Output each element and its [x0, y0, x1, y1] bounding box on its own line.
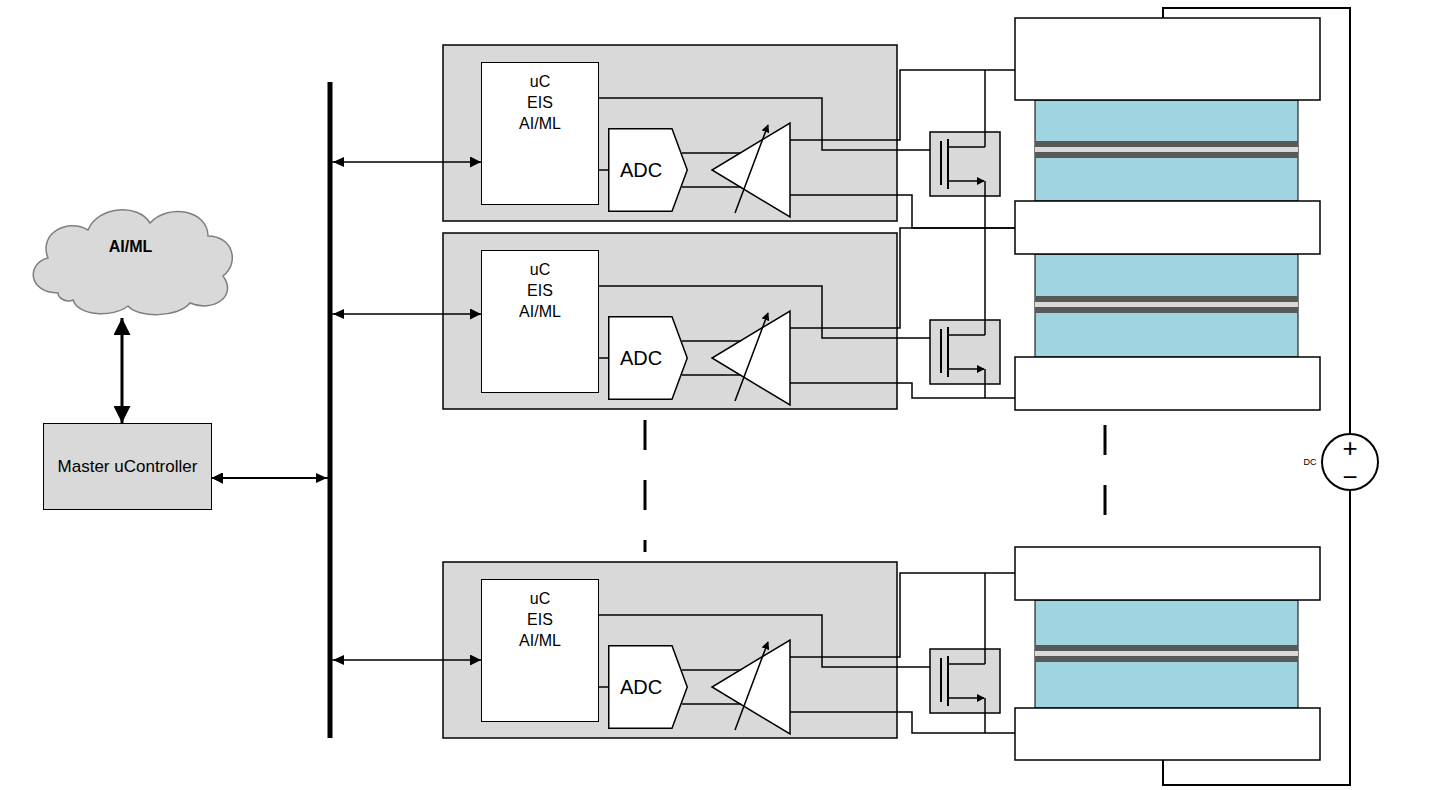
microcontroller-box: uC EIS AI/ML: [481, 579, 599, 722]
connector: [599, 169, 608, 171]
polarity-sign: +: [1342, 435, 1357, 461]
connector: [212, 314, 481, 478]
electrode-plate: [1015, 18, 1320, 100]
node-text: Master uController: [58, 456, 198, 477]
supply-wire: [1163, 490, 1350, 785]
source-label: DC: [1304, 458, 1317, 467]
node-text: uC EIS AI/ML: [517, 588, 564, 651]
polarity-sign: −: [1342, 464, 1357, 490]
supply-wire: [1163, 8, 1350, 434]
electrode-plate: [1015, 547, 1320, 600]
electrode-plate: [1015, 708, 1320, 760]
measurement-module: [443, 45, 1000, 221]
node-text: ADC: [620, 675, 662, 700]
electrode-plate: [1015, 357, 1320, 410]
node-text: uC EIS AI/ML: [517, 71, 564, 134]
adc-block: ADC: [608, 128, 688, 212]
master-controller-box: Master uController: [43, 423, 212, 510]
node-text: uC EIS AI/ML: [517, 259, 564, 322]
cloud-outline: [18, 198, 243, 318]
cell-stack: [1015, 18, 1320, 760]
adc-block: ADC: [608, 316, 688, 400]
measurement-module: [443, 562, 1000, 738]
continuation-dashes: [1104, 425, 1107, 525]
connector: [212, 478, 481, 660]
adc-outline: [609, 129, 688, 212]
connector: [212, 162, 481, 478]
node-text: ADC: [620, 346, 662, 371]
cloud-outline: [33, 210, 232, 315]
electrode-plate: [1015, 201, 1320, 254]
microcontroller-box: uC EIS AI/ML: [481, 250, 599, 393]
connector: [599, 357, 608, 359]
connector: [121, 318, 124, 423]
cloud-service: AI/ML: [18, 198, 243, 318]
adc-outline: [609, 646, 688, 729]
continuation-dashes: [644, 420, 647, 552]
adc-block: ADC: [608, 645, 688, 729]
node-text: ADC: [620, 158, 662, 183]
cell-wiring: [790, 70, 1015, 733]
connector: [599, 686, 608, 688]
node-text: AI/ML: [109, 237, 153, 257]
adc-outline: [609, 317, 688, 400]
dc-source-symbol: [1322, 434, 1378, 490]
measurement-module: [443, 233, 1000, 409]
microcontroller-box: uC EIS AI/ML: [481, 62, 599, 205]
